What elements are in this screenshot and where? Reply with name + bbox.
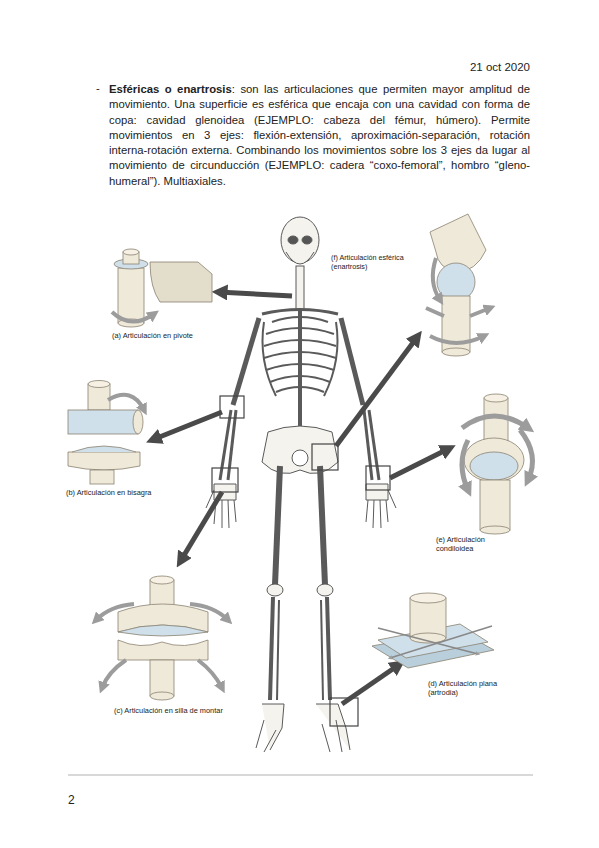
body-text: : son las articulaciones que permiten ma… xyxy=(109,83,530,187)
condyloid-joint xyxy=(462,440,468,490)
plane-joint xyxy=(410,598,446,638)
skeleton xyxy=(206,484,236,528)
joint-caption: (a) Articulación en pivote xyxy=(112,332,242,341)
skeleton xyxy=(321,600,323,700)
skeleton xyxy=(206,217,396,752)
skeleton xyxy=(275,466,280,585)
skeleton xyxy=(302,236,312,244)
hinge-joint xyxy=(133,410,143,434)
skeleton xyxy=(263,322,338,396)
skeleton xyxy=(264,317,336,392)
hinge-joint xyxy=(68,381,144,485)
pointer-arrow xyxy=(152,412,222,440)
skeleton xyxy=(228,410,236,480)
region-box xyxy=(366,466,390,490)
skeleton xyxy=(286,252,314,264)
skeleton xyxy=(262,426,338,474)
pointer-arrow xyxy=(336,336,418,446)
skeleton xyxy=(288,236,298,244)
condyloid-joint xyxy=(484,394,508,402)
skeleton xyxy=(270,597,273,700)
condyloid-joint xyxy=(462,416,528,428)
skeleton xyxy=(369,410,379,480)
skeleton xyxy=(316,704,350,752)
region-box xyxy=(212,396,390,726)
region-box xyxy=(312,444,338,470)
saddle-joint xyxy=(150,660,174,696)
condyloid-joint xyxy=(462,394,533,534)
condyloid-joint xyxy=(464,438,524,482)
hinge-joint xyxy=(88,381,110,388)
condyloid-joint xyxy=(520,430,533,480)
ball-joint xyxy=(426,214,490,356)
saddle-joint xyxy=(150,692,174,700)
figure-rule xyxy=(68,775,533,776)
skeleton xyxy=(296,266,304,310)
ball-joint xyxy=(433,258,440,300)
joint-caption: (e) Articulación condiloidea xyxy=(436,536,506,554)
paragraph: Esféricas o enartrosis: son las articula… xyxy=(109,82,530,189)
skeleton xyxy=(341,318,363,405)
skeleton xyxy=(267,584,283,596)
skeleton xyxy=(366,484,396,528)
pivot-joint xyxy=(112,312,154,322)
skeleton xyxy=(233,318,259,405)
region-box xyxy=(220,396,244,418)
saddle-joint xyxy=(150,576,174,584)
figure-rule xyxy=(68,774,533,776)
ball-joint xyxy=(437,263,475,301)
hinge-joint xyxy=(90,470,114,484)
saddle-joint xyxy=(198,660,222,688)
pivot-joint xyxy=(123,249,139,255)
joint-caption: (d) Articulación plana (artrodia) xyxy=(428,680,520,698)
pivot-joint xyxy=(150,262,212,302)
plane-joint xyxy=(372,593,494,668)
ball-joint xyxy=(442,348,470,356)
joint-caption: (b) Articulación en bisagra xyxy=(66,489,206,498)
term-heading: Esféricas o enartrosis xyxy=(109,83,232,95)
skeleton xyxy=(320,466,325,585)
skeleton xyxy=(327,597,330,700)
skeleton xyxy=(256,704,284,752)
page-number: 2 xyxy=(68,793,98,807)
pivot-joint xyxy=(118,268,144,323)
skeleton xyxy=(281,217,319,263)
skeleton xyxy=(292,450,308,466)
pointer-arrow xyxy=(218,292,292,296)
date: 21 oct 2020 xyxy=(430,61,530,75)
condyloid-joint xyxy=(480,526,510,534)
condyloid-joint xyxy=(480,480,510,530)
pointer-arrow xyxy=(180,492,222,562)
skeleton xyxy=(277,600,279,700)
pivot-joint xyxy=(112,249,212,327)
hinge-joint xyxy=(108,395,144,410)
plane-joint xyxy=(378,628,478,654)
saddle-joint xyxy=(102,660,126,688)
hinge-joint xyxy=(68,452,140,470)
pointer-arrow xyxy=(390,448,450,478)
skeleton xyxy=(262,310,338,315)
joint-caption: (c) Articulación en silla de montar xyxy=(114,707,284,716)
hinge-joint xyxy=(68,410,138,434)
joint-caption: (f) Articulación esférica (enartrosis) xyxy=(331,254,431,271)
saddle-joint xyxy=(96,576,228,700)
condyloid-joint xyxy=(470,452,518,480)
hinge-joint xyxy=(72,446,136,452)
plane-joint xyxy=(390,626,492,658)
ball-joint xyxy=(430,336,484,343)
condyloid-joint xyxy=(484,398,508,444)
skeleton xyxy=(317,584,333,596)
bullet: - xyxy=(96,82,106,96)
saddle-joint xyxy=(118,625,208,636)
plane-joint xyxy=(410,593,446,603)
ball-joint xyxy=(426,308,490,316)
saddle-joint xyxy=(190,604,228,620)
region-box xyxy=(212,468,238,492)
pointer-arrow xyxy=(342,664,400,704)
saddle-joint xyxy=(118,640,208,660)
saddle-joint xyxy=(96,604,134,620)
